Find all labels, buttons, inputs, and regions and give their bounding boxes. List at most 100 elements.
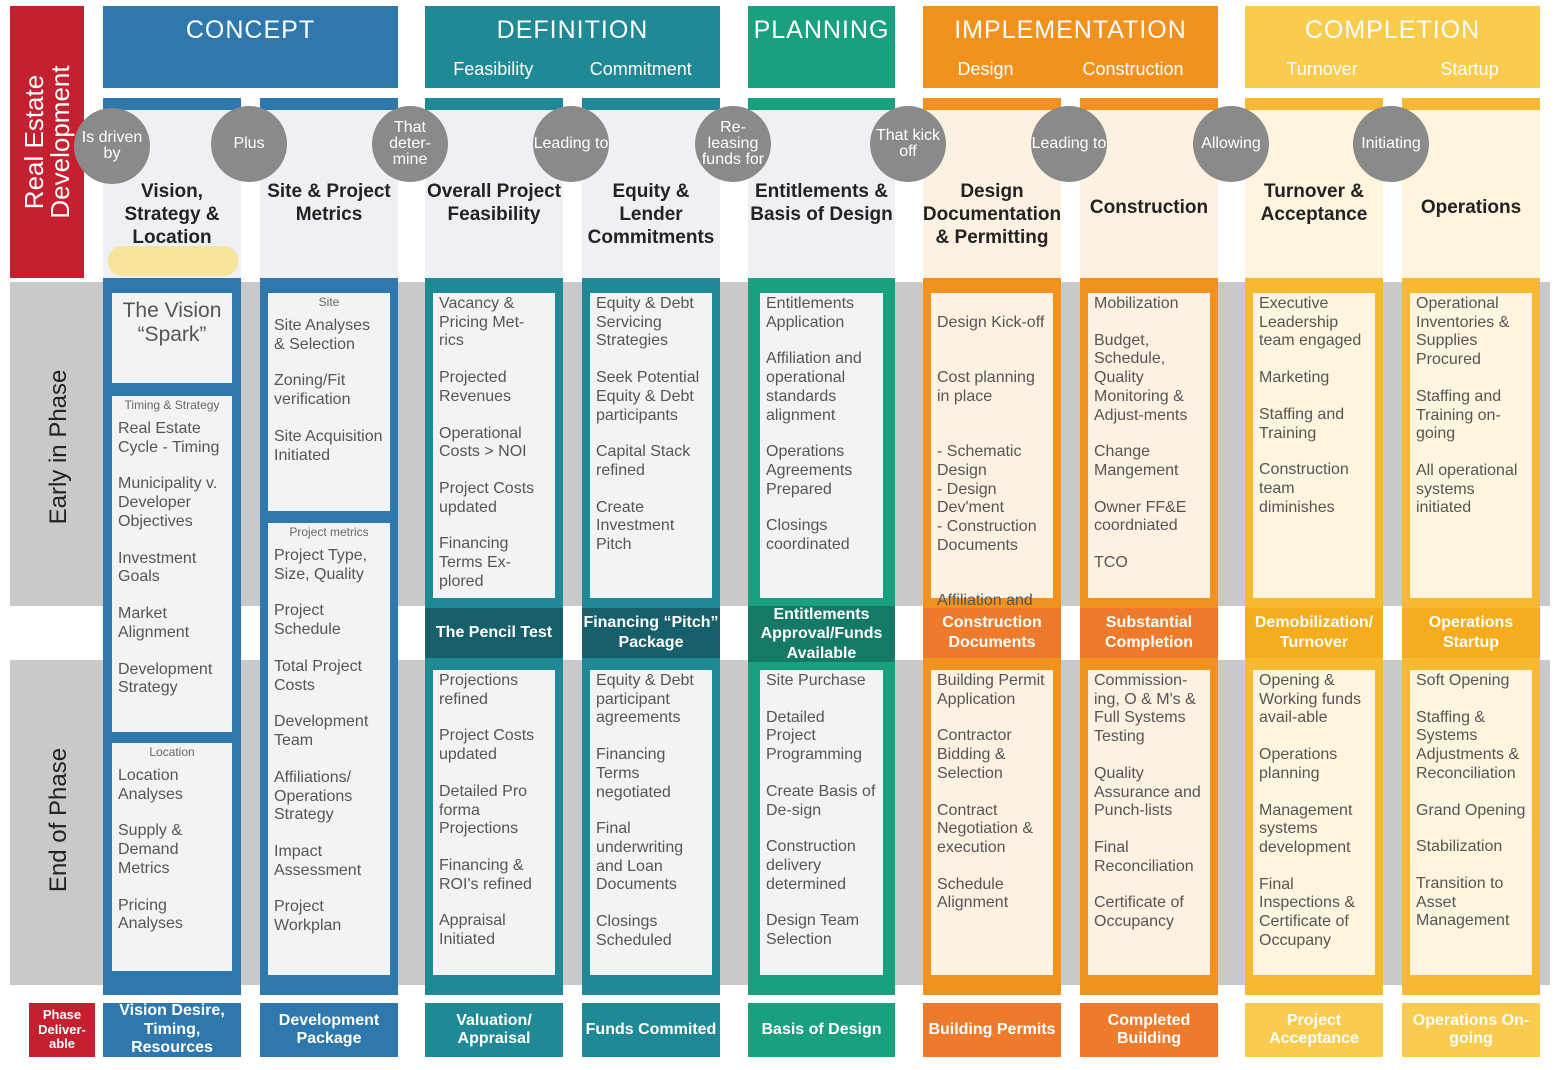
item: Financing Terms negotiated [596, 746, 671, 801]
deliverable: Project Acceptance [1245, 1003, 1383, 1057]
item: Transition to Asset Management [1416, 875, 1510, 930]
early-box: Executive Leadership team engaged Market… [1253, 293, 1375, 598]
item: Building Permit Application [937, 672, 1045, 708]
item: Site Analyses & Selection [274, 317, 371, 353]
connector-circle: Leading to [1031, 106, 1107, 182]
item: Create Basis of De-sign [766, 782, 876, 819]
item: Project Costs updated [439, 727, 535, 764]
end-box: Opening & Working funds avail-able Opera… [1253, 670, 1375, 975]
group-label: Project metrics [289, 525, 369, 539]
item: Design Kick-off [937, 313, 1045, 331]
milestone: Demobilization/ Turnover [1245, 608, 1383, 658]
phase-title: PLANNING [753, 16, 890, 44]
item: Capital Stack refined [596, 443, 691, 480]
col-top-bar [103, 98, 241, 110]
column-title: Operations [1420, 197, 1522, 218]
end-box: Equity & Debt participant agreements Fin… [590, 670, 712, 975]
item: Vacancy & Pricing Met-rics [439, 295, 525, 350]
end-box: Projections refined Project Costs update… [433, 670, 555, 975]
item: Operations planning [1259, 746, 1338, 782]
col-top-bar [582, 98, 720, 110]
col-top-bar [1080, 98, 1218, 110]
title-highlight [108, 246, 238, 276]
col-top-bar [425, 98, 563, 110]
item: Budget, Schedule, Quality Monitoring & A… [1094, 331, 1188, 424]
item: Entitlements Application [766, 295, 855, 331]
item: Contractor Bidding & Selection [937, 727, 1012, 782]
item: Project Type, Size, Quality [274, 547, 368, 583]
phase-title: COMPLETION [1304, 16, 1481, 44]
deliverable: Vision Desire, Timing, Resources [103, 1002, 241, 1057]
item: Commission-ing, O & M's & Full Systems T… [1094, 672, 1196, 746]
early-box: Mobilization Budget, Schedule, Quality M… [1088, 293, 1210, 598]
connector-circle: Is driven by [74, 108, 150, 184]
early-box: Vacancy & Pricing Met-rics Projected Rev… [433, 293, 555, 598]
item: Development Strategy [118, 660, 213, 697]
early-label: Early in Phase [45, 369, 72, 525]
milestone: Substantial Completion [1080, 608, 1218, 658]
item: Closings coordinated [766, 517, 850, 554]
item: Final underwriting and Loan Documents [596, 820, 684, 894]
end-box: Soft Opening Staffing & Systems Adjustme… [1410, 670, 1532, 975]
item: Project Workplan [274, 898, 342, 935]
phase-completion: COMPLETION Turnover Startup [1245, 6, 1540, 88]
deliverable: Basis of Design [748, 1003, 895, 1057]
item: Location Analyses [118, 767, 183, 803]
item: Executive Leadership team engaged [1259, 295, 1362, 350]
item: Management systems development [1259, 801, 1353, 857]
column-title: Vision, Strategy & Location [124, 181, 220, 249]
early-box: Equity & Debt Servicing Strategies Seek … [590, 293, 712, 598]
item: Grand Opening [1416, 801, 1526, 819]
item: Operational Costs > NOI [439, 424, 527, 461]
item: Site Acquisition Initiated [274, 427, 383, 464]
item: Pricing Analyses [118, 896, 183, 933]
item: Projections refined [439, 672, 519, 708]
deliverable: Building Permits [923, 1003, 1061, 1057]
project-metrics-box: Project metrics Project Type, Size, Qual… [268, 523, 390, 975]
side-title: Real Estate Development [19, 65, 75, 219]
item: Cost planning in place [937, 369, 1035, 405]
end-box: Building Permit Application Contractor B… [931, 670, 1053, 975]
deliverable: Operations On-going [1402, 1003, 1540, 1057]
item: Equity & Debt participant agreements [596, 672, 694, 727]
phase-sub: Commitment [589, 59, 692, 79]
item: Staffing and Training on-going [1416, 387, 1502, 443]
deliverable: Valuation/ Appraisal [425, 1003, 563, 1057]
item: Contract Negotiation & execution [937, 801, 1034, 857]
item: Final Inspections & Certificate of Occup… [1259, 875, 1356, 949]
site-box: Site Site Analyses & Selection Zoning/Fi… [268, 293, 390, 511]
item: Detailed Project Programming [766, 708, 863, 764]
vision-box: The Vision “Spark” [112, 293, 232, 383]
item: Opening & Working funds avail-able [1259, 672, 1361, 727]
item: Change Mangement [1094, 443, 1179, 480]
item: Owner FF&E coordniated [1094, 498, 1187, 535]
item: Development Team [274, 713, 369, 750]
item: Affiliations/ Operations Strategy [274, 768, 353, 824]
item: Soft Opening [1416, 672, 1510, 689]
item: Real Estate Cycle - Timing [118, 420, 220, 456]
item: Appraisal Initiated [439, 912, 506, 949]
phase-sub: Startup [1440, 59, 1499, 79]
timing-strategy-box: Timing & Strategy Real Estate Cycle - Ti… [112, 396, 232, 732]
deliverable-label: Phase Deliver-able [29, 1003, 95, 1057]
item: Operational Inventories & Supplies Procu… [1416, 295, 1510, 369]
early-box: Operational Inventories & Supplies Procu… [1410, 293, 1532, 598]
deliverable: Development Package [260, 1003, 398, 1057]
milestone: Financing “Pitch” Package [582, 608, 720, 658]
side-title-block: Real Estate Development [10, 6, 84, 278]
phase-sub: Turnover [1286, 59, 1358, 79]
item: Investment Goals [118, 549, 197, 586]
group-label: Site [318, 295, 340, 309]
phase-title: DEFINITION [496, 16, 649, 44]
item: Financing & ROI's refined [439, 857, 532, 893]
phase-title: CONCEPT [185, 16, 316, 44]
item: Staffing & Systems Adjustments & Reconci… [1416, 708, 1520, 782]
item: Create Investment Pitch [596, 498, 675, 554]
milestone: Operations Startup [1402, 608, 1540, 658]
end-box: Site Purchase Detailed Project Programmi… [760, 670, 883, 975]
col-top-bar [748, 98, 895, 110]
deliverable: Completed Building [1080, 1003, 1218, 1057]
connector-circle: That deter-mine [372, 106, 448, 182]
